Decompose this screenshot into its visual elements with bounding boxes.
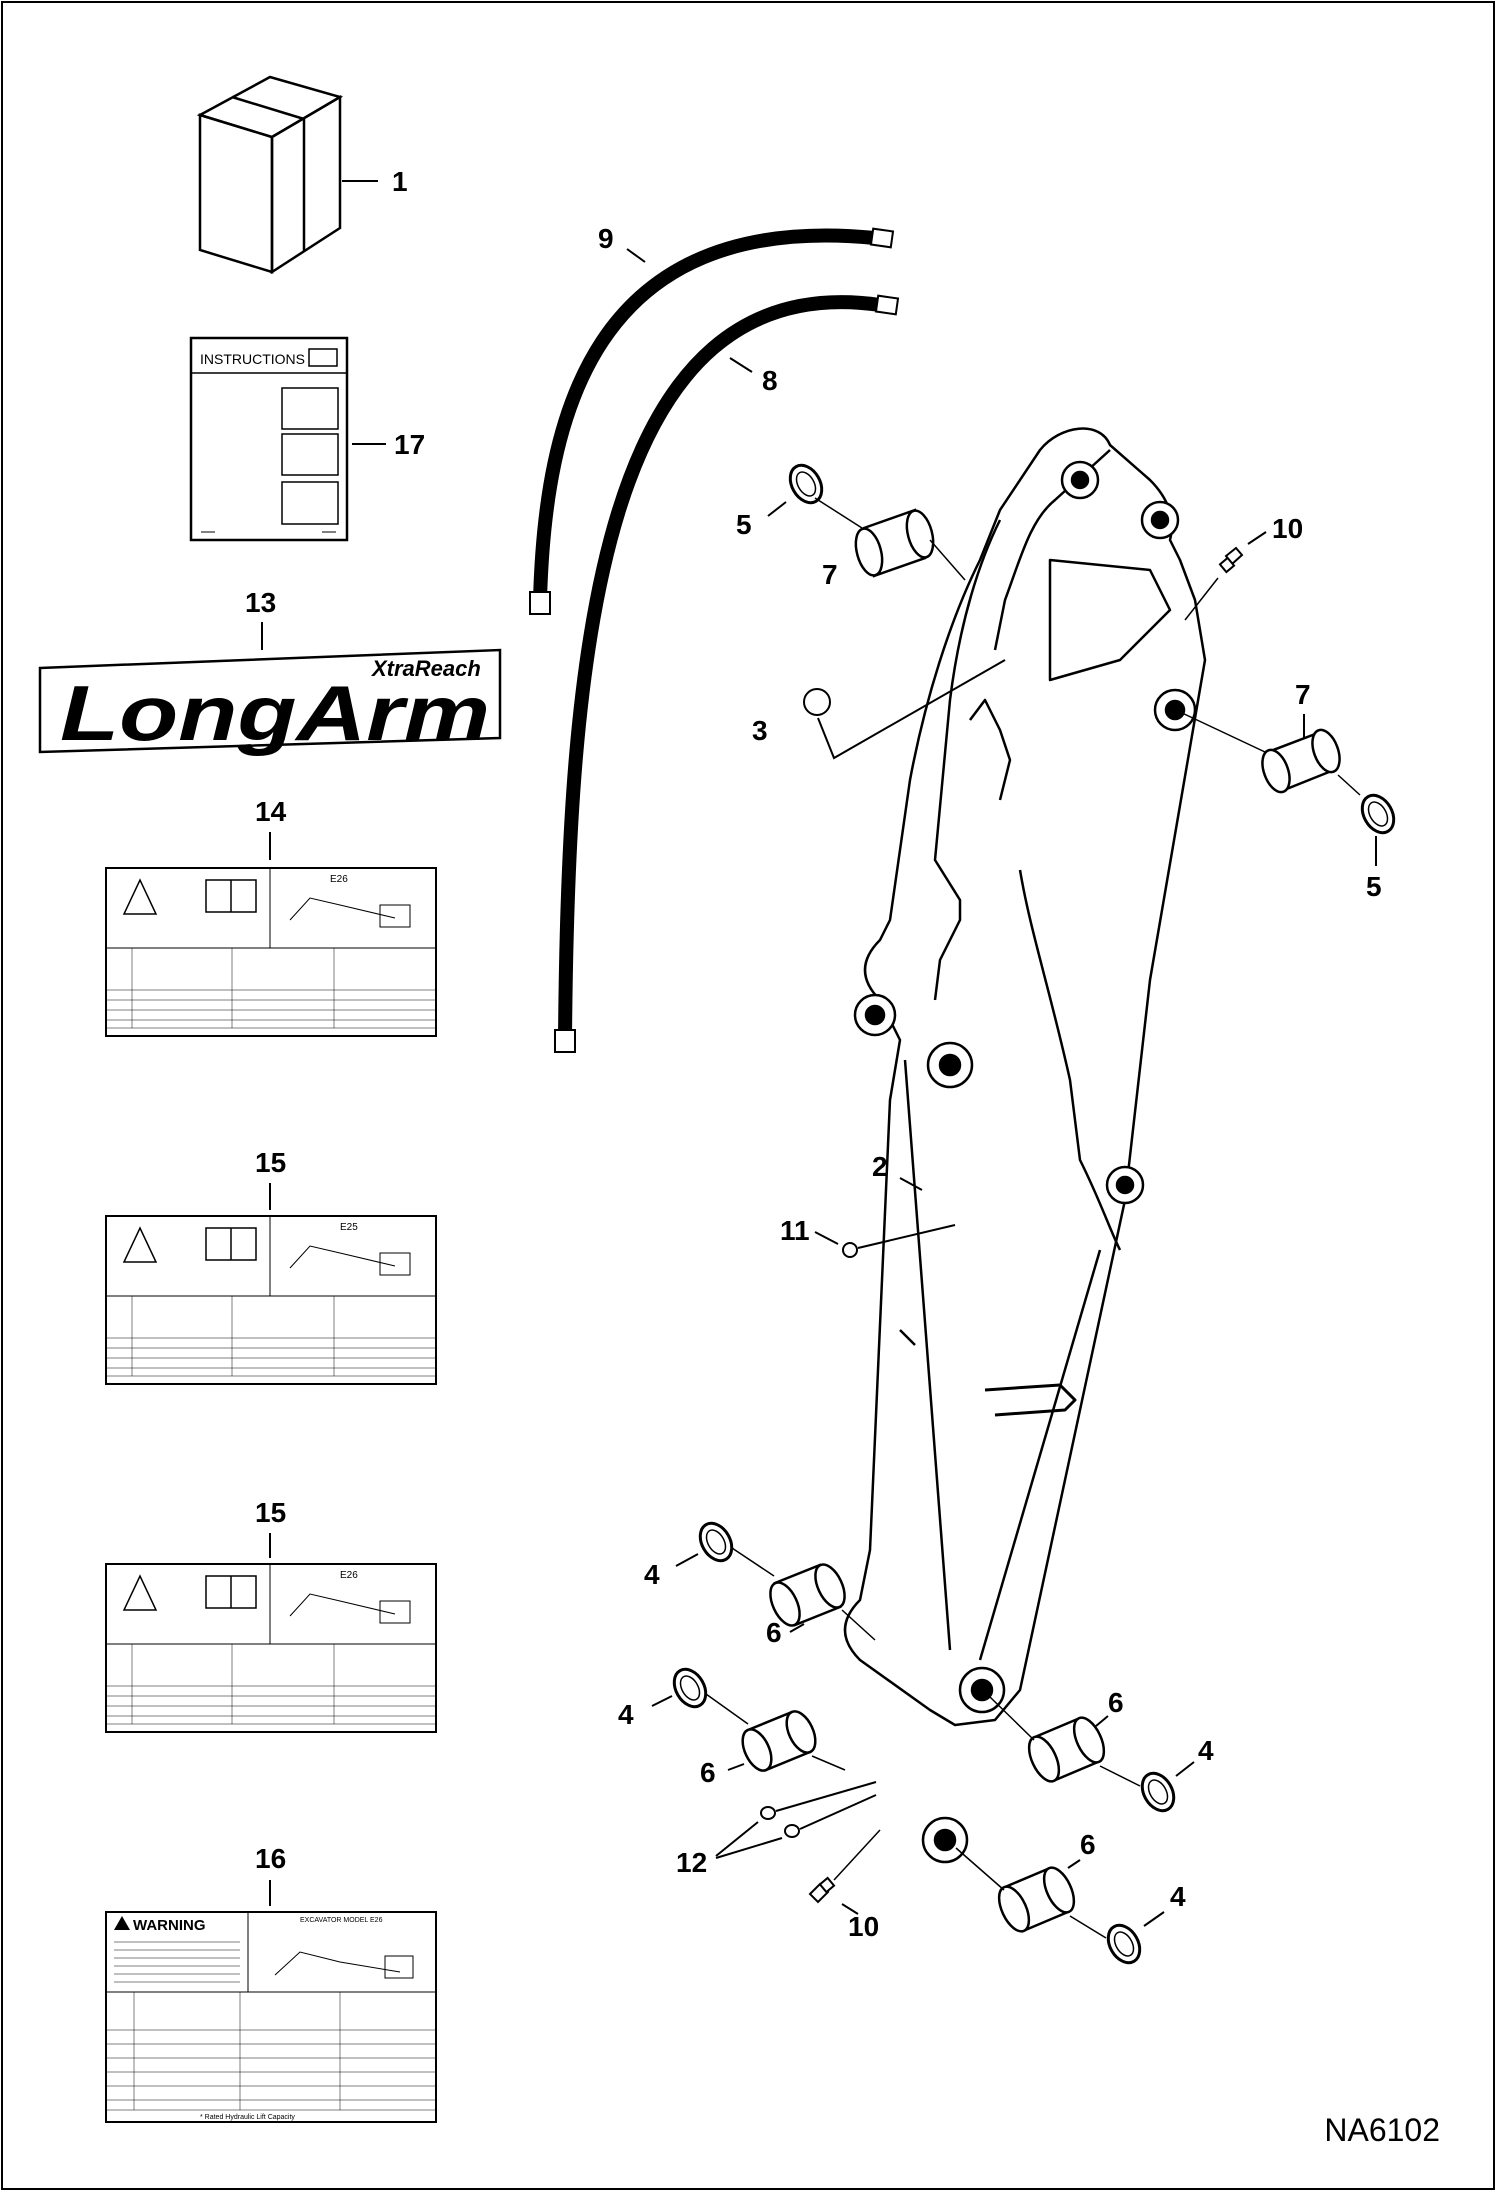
callout-6-a: 6 — [766, 1617, 782, 1648]
bushing-part-6-d — [997, 1866, 1076, 1933]
bushing-part-6-b — [741, 1710, 817, 1772]
callout-6-b: 6 — [700, 1757, 716, 1788]
load-chart-decal-part-14: E26 — [105, 867, 437, 1037]
callout-1: 1 — [392, 166, 408, 197]
warning-decal-part-16: WARNING EXCAVATOR MODEL E26 * Rated Hydr… — [105, 1911, 437, 2123]
bushing-part-7-right — [1261, 728, 1341, 794]
callout-8: 8 — [762, 365, 778, 396]
callout-9: 9 — [598, 223, 614, 254]
longarm-logo-text: LongArm — [60, 669, 490, 757]
seal-ring-part-5-right — [1360, 793, 1396, 835]
xtrareach-text: XtraReach — [370, 656, 481, 681]
callout-14: 14 — [255, 796, 287, 827]
callout-17: 17 — [394, 429, 425, 460]
callout-5-top: 5 — [736, 509, 752, 540]
seal-ring-part-4-b — [672, 1667, 708, 1709]
bushing-part-6-c — [1027, 1716, 1106, 1783]
callout-4-d: 4 — [1170, 1881, 1186, 1912]
bushing-part-7-top — [854, 508, 935, 578]
instructions-heading: INSTRUCTIONS — [200, 351, 305, 367]
callout-16: 16 — [255, 1843, 286, 1874]
decal-16-model-title: EXCAVATOR MODEL E26 — [300, 1917, 383, 1924]
decal-15a-model: E25 — [340, 1222, 358, 1233]
pins-part-12 — [760, 1781, 877, 1838]
callout-15-b: 15 — [255, 1497, 286, 1528]
callout-6-d: 6 — [1080, 1829, 1096, 1860]
callout-7-top: 7 — [822, 559, 838, 590]
load-chart-decal-part-15-a: E25 — [105, 1215, 437, 1385]
callout-13: 13 — [245, 587, 276, 618]
decal-15b-model: E26 — [340, 1570, 358, 1581]
longarm-decal-part-13: LongArm XtraReach — [38, 648, 502, 757]
box-part-1 — [196, 75, 344, 275]
callout-11: 11 — [780, 1215, 810, 1246]
callout-6-c: 6 — [1108, 1687, 1124, 1718]
seal-ring-part-4-c — [1140, 1771, 1176, 1813]
callout-15-a: 15 — [255, 1147, 286, 1178]
callout-12: 12 — [676, 1847, 707, 1878]
callout-10-bottom: 10 — [848, 1911, 879, 1942]
warning-word: WARNING — [133, 1917, 206, 1934]
grease-fitting-part-10-bottom — [808, 1876, 836, 1904]
callout-2: 2 — [872, 1151, 888, 1182]
hose-part-9 — [529, 227, 895, 615]
callout-4-b: 4 — [618, 1699, 634, 1730]
callout-3: 3 — [752, 715, 768, 746]
seal-ring-part-4-d — [1106, 1923, 1142, 1965]
ball-part-3 — [803, 688, 831, 716]
arm-part-2 — [843, 427, 1207, 1864]
callout-10-top: 10 — [1272, 513, 1303, 544]
decal-14-model: E26 — [330, 874, 348, 885]
bushing-part-6-a — [769, 1563, 846, 1627]
hose-part-8 — [554, 294, 900, 1053]
instructions-sheet-part-17: INSTRUCTIONS — [189, 336, 349, 542]
callout-7-right: 7 — [1295, 679, 1311, 710]
callout-4-c: 4 — [1198, 1735, 1214, 1766]
grease-fitting-part-10-top — [1218, 546, 1244, 574]
callout-4-a: 4 — [644, 1559, 660, 1590]
seal-ring-part-4-a — [698, 1521, 734, 1563]
pin-part-11 — [842, 1224, 956, 1258]
seal-ring-part-5-top — [788, 463, 824, 505]
document-id: NA6102 — [1324, 2112, 1440, 2148]
decal-16-footer: * Rated Hydraulic Lift Capacity — [200, 2114, 295, 2121]
load-chart-decal-part-15-b: E26 — [105, 1563, 437, 1733]
callout-5-right: 5 — [1366, 871, 1382, 902]
